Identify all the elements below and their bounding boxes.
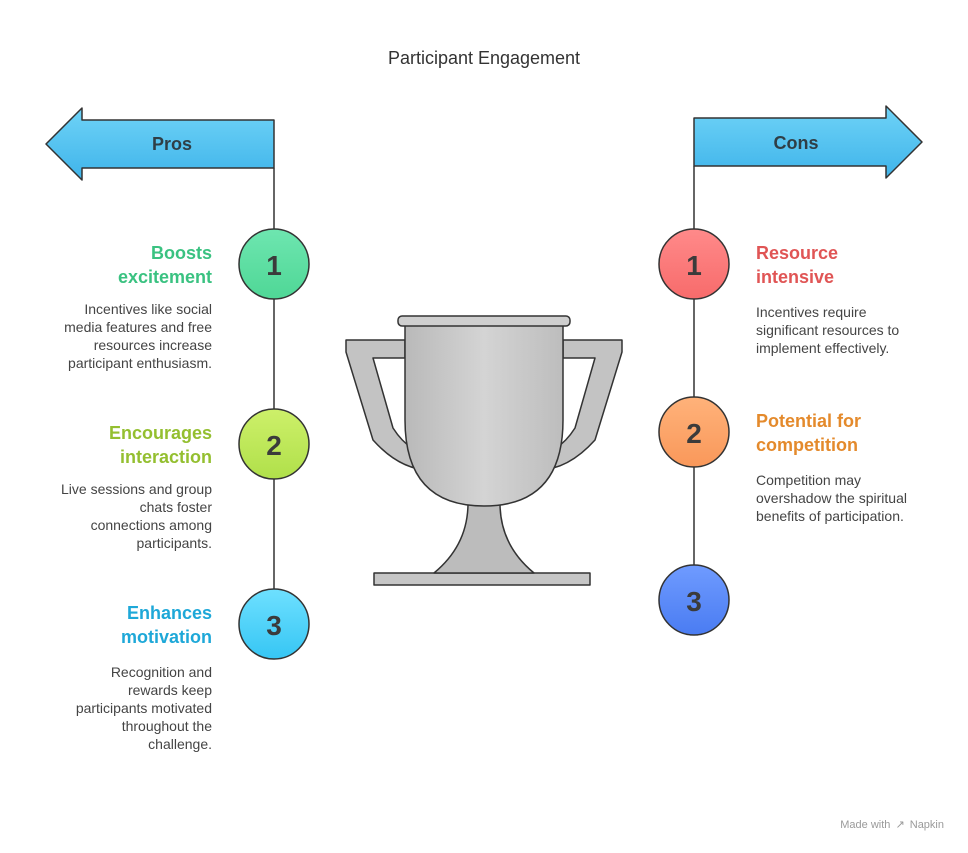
desc-line: Incentives like social	[84, 301, 212, 317]
cons-arrow: Cons	[693, 105, 923, 179]
desc-line: implement effectively.	[756, 340, 890, 356]
cons-heading-2: Potential for competition	[756, 409, 946, 457]
cons-number-1: 1	[686, 250, 702, 281]
desc-line: benefits of participation.	[756, 508, 904, 524]
pros-heading-3-line2: motivation	[120, 627, 212, 647]
pros-circle-2: 2	[238, 408, 310, 480]
pros-heading-1: Boosts excitement	[40, 241, 212, 289]
desc-line: throughout the	[121, 718, 212, 734]
pros-heading-3: Enhances motivation	[40, 601, 212, 649]
pros-label: Pros	[152, 134, 192, 154]
desc-line: challenge.	[148, 736, 212, 752]
pros-circle-1: 1	[238, 228, 310, 300]
cons-label: Cons	[774, 133, 819, 153]
desc-line: Competition may	[756, 472, 862, 488]
cons-circle-1: 1	[658, 228, 730, 300]
desc-line: media features and free	[64, 319, 212, 335]
footer-made-with: Made with	[840, 819, 891, 831]
cons-circle-3: 3	[658, 564, 730, 636]
pros-number-2: 2	[266, 430, 282, 461]
pros-heading-3-line1: Enhances	[126, 603, 212, 623]
desc-line: resources increase	[93, 337, 212, 353]
pros-heading-1-line2: excitement	[117, 267, 212, 287]
cons-number-2: 2	[686, 418, 702, 449]
pros-heading-1-line1: Boosts	[150, 243, 212, 263]
desc-line: chats foster	[139, 499, 212, 515]
cons-heading-1: Resource intensive	[756, 241, 946, 289]
cons-heading-2-line1: Potential for	[756, 411, 862, 431]
pros-desc-3: Recognition and rewards keep participant…	[20, 663, 212, 753]
cons-desc-1: Incentives require significant resources…	[756, 303, 956, 357]
desc-line: participants motivated	[75, 700, 212, 716]
pros-arrow: Pros	[45, 107, 275, 181]
pros-circle-3: 3	[238, 588, 310, 660]
pros-desc-1: Incentives like social media features an…	[20, 300, 212, 372]
cons-number-3: 3	[686, 586, 702, 617]
pros-number-3: 3	[266, 610, 282, 641]
napkin-logo-icon: ↗	[895, 819, 905, 831]
desc-line: Live sessions and group	[61, 481, 212, 497]
footer-attribution: Made with ↗ Napkin	[840, 818, 944, 831]
cons-heading-1-line1: Resource	[756, 243, 839, 263]
cons-heading-2-line2: competition	[756, 435, 858, 455]
pros-heading-2-line2: interaction	[119, 447, 212, 467]
desc-line: significant resources to	[756, 322, 900, 338]
desc-line: Recognition and	[110, 664, 212, 680]
desc-line: overshadow the spiritual	[756, 490, 907, 506]
diagram-title: Participant Engagement	[387, 48, 581, 68]
desc-line: participants.	[136, 535, 212, 551]
footer-brand: Napkin	[909, 819, 944, 831]
desc-line: Incentives require	[756, 304, 867, 320]
pros-heading-2-line1: Encourages	[108, 423, 212, 443]
cons-desc-2: Competition may overshadow the spiritual…	[756, 471, 956, 525]
desc-line: rewards keep	[127, 682, 212, 698]
trophy-icon	[345, 315, 623, 586]
cons-heading-1-line2: intensive	[756, 267, 835, 287]
desc-line: connections among	[90, 517, 212, 533]
pros-heading-2: Encourages interaction	[40, 421, 212, 469]
desc-line: participant enthusiasm.	[68, 355, 212, 371]
pros-number-1: 1	[266, 250, 282, 281]
pros-desc-2: Live sessions and group chats foster con…	[20, 480, 212, 552]
cons-circle-2: 2	[658, 396, 730, 468]
